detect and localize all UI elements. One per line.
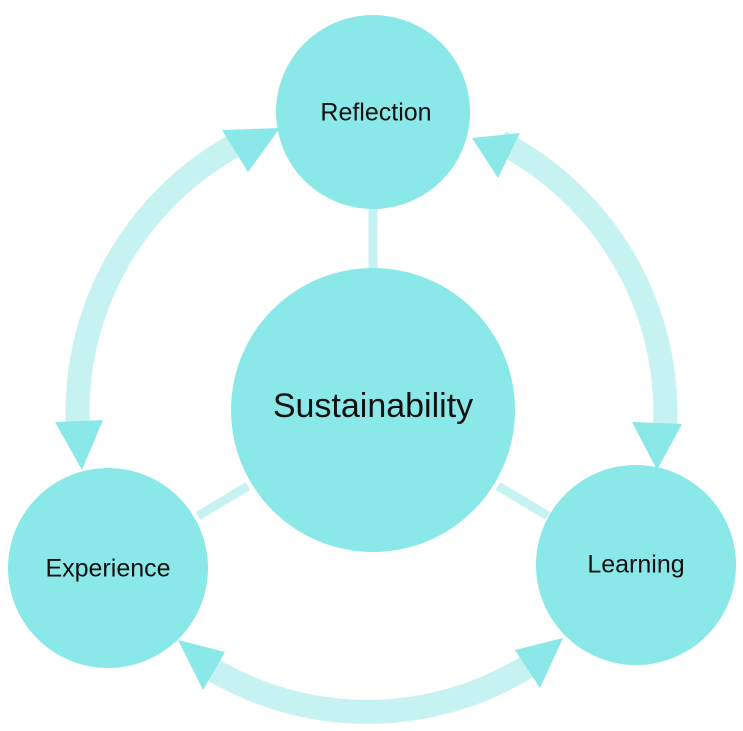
node-reflection: Reflection — [276, 15, 470, 209]
arc-learning-experience — [203, 654, 537, 724]
experience-label: Experience — [45, 555, 170, 583]
arrowhead-to-reflection-right — [472, 133, 520, 178]
connector-learning — [495, 482, 551, 520]
node-experience: Experience — [8, 468, 208, 668]
learning-label: Learning — [587, 551, 684, 579]
arc-experience-reflection — [65, 129, 251, 431]
connector-experience — [195, 482, 251, 520]
arrowhead-to-experience-bottom — [178, 640, 225, 690]
arc-reflection-learning — [494, 131, 678, 431]
arrowhead-to-reflection-left — [222, 128, 280, 172]
arrowhead-to-learning-top — [632, 422, 682, 470]
arrowhead-to-learning-bottom — [515, 638, 563, 688]
arrowhead-to-experience — [55, 420, 103, 470]
reflection-label: Reflection — [320, 99, 431, 127]
node-sustainability: Sustainability — [231, 268, 515, 552]
sustainability-label: Sustainability — [273, 387, 473, 425]
node-learning: Learning — [536, 465, 736, 665]
